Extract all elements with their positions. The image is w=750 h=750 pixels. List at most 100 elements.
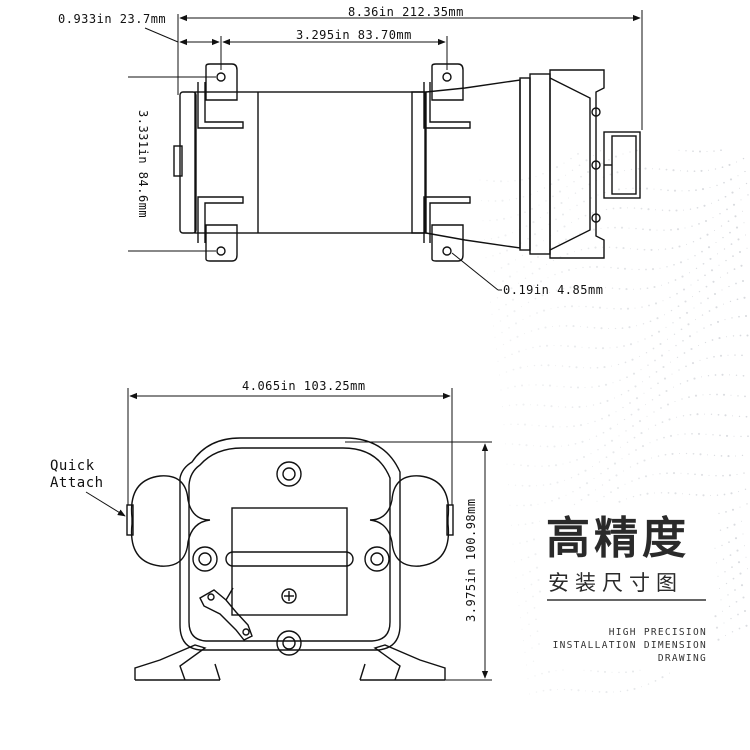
background-dot (667, 282, 670, 284)
background-dot (669, 672, 670, 674)
background-dot (648, 376, 651, 378)
background-dot (544, 502, 546, 504)
pump-top-view (173, 63, 641, 262)
background-dot (743, 609, 747, 613)
quick-attach-label-line2: Attach (50, 475, 104, 491)
background-dot (567, 444, 570, 446)
background-dot (645, 187, 649, 190)
background-dot (712, 280, 715, 283)
background-dot (533, 233, 537, 236)
background-dot (633, 687, 636, 690)
background-dot (685, 452, 688, 455)
background-dot (510, 216, 512, 218)
background-dot (641, 686, 642, 688)
background-dot (626, 689, 629, 692)
background-dot (587, 247, 590, 250)
background-dot (677, 305, 680, 308)
pump-head (549, 69, 605, 259)
background-dot (620, 446, 621, 448)
background-dot (624, 483, 626, 485)
background-dot (538, 643, 540, 645)
background-dot (548, 384, 552, 387)
background-dot (728, 163, 731, 166)
background-dot (519, 366, 522, 369)
background-dot (684, 300, 687, 303)
background-dot (553, 445, 556, 448)
background-dot (589, 266, 591, 268)
background-dot (665, 389, 668, 393)
background-dot (613, 691, 614, 693)
background-dot (546, 445, 549, 448)
background-dot (714, 547, 716, 549)
background-dot (713, 454, 716, 457)
background-dot (686, 243, 687, 245)
flange-ring (519, 77, 531, 251)
background-dot (659, 473, 661, 475)
background-dot (669, 296, 671, 299)
screw-top (276, 461, 302, 487)
background-dot (731, 631, 734, 633)
background-dot (671, 373, 673, 375)
background-dot (631, 670, 635, 673)
background-dot (679, 317, 681, 319)
background-dot (637, 341, 639, 343)
background-dot (594, 167, 596, 168)
background-dot (737, 175, 739, 177)
mount-bracket-right (423, 63, 471, 262)
background-dot (727, 220, 730, 223)
background-dot (514, 484, 517, 486)
background-dot (555, 218, 557, 221)
background-dot (534, 297, 537, 300)
background-dot (640, 432, 643, 435)
background-dot (598, 461, 601, 463)
background-dot (639, 288, 642, 290)
background-dot (545, 425, 547, 428)
background-dot (716, 184, 718, 187)
background-dot (596, 500, 598, 502)
background-dot (525, 348, 527, 350)
background-dot (690, 347, 693, 351)
background-dot (595, 347, 597, 349)
background-dot (726, 272, 729, 274)
background-dot (557, 306, 559, 309)
background-dot (715, 242, 717, 243)
background-dot (490, 301, 491, 303)
background-dot (531, 521, 534, 525)
background-dot (542, 173, 544, 175)
background-dot (647, 364, 649, 366)
background-dot (618, 287, 621, 290)
background-dot (605, 208, 608, 211)
background-dot (697, 279, 699, 281)
background-dot (700, 169, 703, 172)
background-dot (547, 670, 551, 673)
brand-en-line1: HIGH PRECISION (609, 627, 707, 638)
background-dot (633, 207, 636, 209)
motor-body (194, 91, 426, 234)
background-dot (609, 347, 611, 349)
background-dot (650, 248, 653, 251)
front-housing-inner (188, 447, 391, 642)
background-dot (655, 371, 658, 373)
background-dot (734, 589, 736, 591)
background-dot (675, 344, 677, 347)
background-dot (717, 575, 719, 577)
background-dot (727, 354, 729, 356)
background-dot (627, 207, 628, 209)
background-dot (526, 289, 528, 291)
background-dot (586, 405, 587, 407)
background-dot (535, 175, 537, 177)
background-dot (529, 693, 530, 695)
background-dot (605, 287, 606, 289)
background-dot (557, 689, 558, 690)
background-dot (627, 389, 630, 392)
background-dot (547, 364, 550, 367)
background-dot (612, 451, 615, 454)
background-dot (691, 225, 693, 227)
background-dot (534, 675, 536, 677)
background-dot (544, 326, 547, 329)
background-dot (654, 680, 657, 682)
background-dot (698, 223, 700, 225)
background-dot (683, 209, 684, 211)
background-dot (742, 596, 745, 599)
background-dot (737, 561, 741, 564)
